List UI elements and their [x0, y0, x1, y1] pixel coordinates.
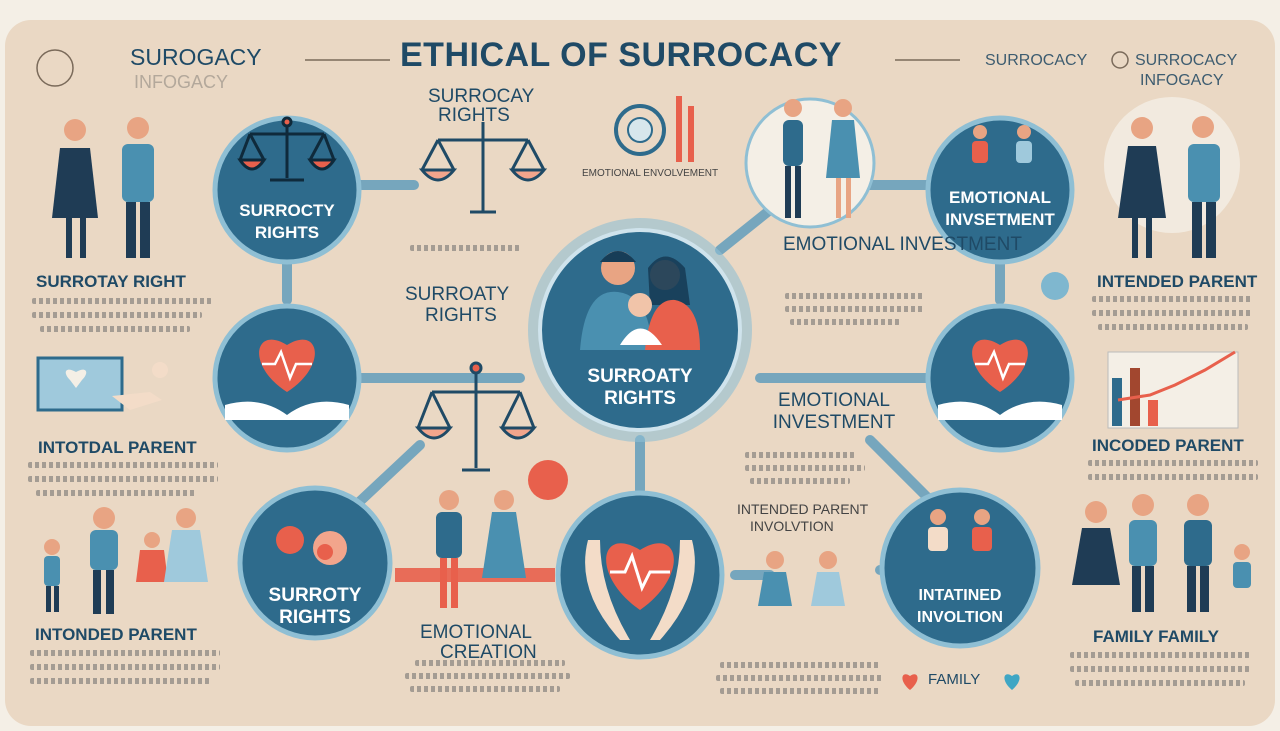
family-icon: [972, 125, 1032, 163]
surroaty-rights-line1: SURROATY: [405, 284, 510, 305]
intotdal-parent-label: INTOTDAL PARENT: [38, 438, 197, 457]
surrocay-label-line2: RIGHTS: [438, 105, 510, 126]
emotional-investment-mid-label: EMOTIONAL INVESTMENT: [772, 390, 896, 433]
filler-text-line: [750, 478, 850, 484]
right-header-line2: INFOGACY: [1140, 72, 1224, 89]
kids-circle-right: [925, 115, 1075, 265]
page-title: ETHICAL OF SURROCACY: [400, 36, 842, 74]
emotional-envolvement-label: EMOTIONAL ENVOLVEMENT: [582, 168, 719, 179]
emotional-invsetment-circle-label: EMOTIONAL INVSETMENT: [945, 188, 1055, 229]
surrocay-label-line1: SURROCAY: [428, 86, 535, 107]
family-icon: [928, 509, 992, 551]
title-ornaments: [36, 49, 1129, 87]
filler-text-line: [28, 476, 218, 482]
filler-text-line: [745, 465, 865, 471]
scale-circle-left: [212, 115, 362, 265]
filler-text-line: [1070, 652, 1250, 658]
surroaty-rights-line2: RIGHTS: [425, 305, 497, 326]
filler-text-line: [415, 660, 565, 666]
surrotay-right-label: SURROTAY RIGHT: [36, 272, 186, 291]
filler-text-line: [1088, 460, 1258, 466]
family-icon: [758, 551, 845, 606]
filler-text-line: [28, 462, 218, 468]
couple-icon: [52, 117, 154, 258]
balance-scale-icon: [418, 122, 548, 214]
parents-with-baby-icon: [580, 251, 700, 350]
heart-in-hands-icon: [225, 339, 349, 420]
filler-text-line: [1092, 296, 1252, 302]
surrocty-rights-label: SURROCTY RIGHTS: [239, 201, 335, 242]
filler-text-line: [32, 298, 212, 304]
filler-text-line: [410, 686, 560, 692]
filler-text-line: [1088, 474, 1258, 480]
emotional-envolvement-icon: [614, 104, 666, 156]
heart-in-hands-circle-left: [212, 303, 362, 453]
family-family-label: FAMILY FAMILY: [1093, 627, 1219, 646]
filler-text-line: [1070, 666, 1250, 672]
intended-parent-involution-line1: INTENDED PARENT: [737, 501, 869, 517]
filler-text-line: [1092, 310, 1252, 316]
intended-parent-right-label: INTENDED PARENT: [1097, 272, 1258, 291]
left-header-line1: SUROGACY: [130, 44, 262, 70]
incoded-parent-label: INCODED PARENT: [1092, 436, 1244, 455]
heart-in-hands-circle-bottom: [555, 490, 725, 660]
heart-in-hands-icon: [938, 339, 1062, 420]
emotional-creation-line2: CREATION: [440, 642, 537, 663]
intended-parent-involution-line2: INVOLVTION: [750, 518, 834, 534]
right-header-label: SURROCACY: [985, 52, 1088, 69]
filler-text-line: [30, 664, 220, 670]
couple-icon: [436, 490, 526, 608]
surroty-rights-circle: [237, 485, 393, 641]
filler-text-line: [785, 293, 925, 299]
handshake-icon: [36, 356, 168, 412]
heart-in-hands-circle-right: [925, 303, 1075, 453]
heart-in-hands-icon: [585, 540, 695, 640]
intonded-parent-label: INTONDED PARENT: [35, 625, 197, 644]
balance-scale-icon: [414, 361, 538, 472]
filler-text-line: [32, 312, 202, 318]
filler-text-line: [410, 245, 520, 251]
family-icon: [1072, 494, 1251, 612]
family-label: FAMILY: [928, 671, 981, 688]
couple-circle-top: [744, 97, 876, 229]
filler-text-line: [405, 673, 570, 679]
emotional-investment-top-label: EMOTIONAL INVESTMENT: [783, 234, 1022, 255]
heart-icon: [528, 272, 1069, 690]
right-header-line1: SURROCACY: [1135, 52, 1238, 69]
balance-scale-icon: [237, 116, 337, 182]
couple-icon: [783, 99, 860, 218]
bar-chart-icon: [1107, 350, 1239, 429]
center-circle-label: SURROATY RIGHTS: [587, 366, 693, 409]
family-icon: [44, 507, 208, 614]
filler-text-line: [36, 490, 196, 496]
emotional-creation-line1: EMOTIONAL: [420, 622, 532, 643]
filler-text-line: [1098, 324, 1248, 330]
filler-text-line: [30, 678, 210, 684]
filler-text-line: [716, 675, 884, 681]
couple-circle-right: [1104, 97, 1240, 258]
filler-text-line: [720, 688, 880, 694]
filler-text-line: [720, 662, 880, 668]
filler-text-line: [40, 326, 190, 332]
filler-text-line: [790, 319, 900, 325]
intatined-involtion-circle: [879, 487, 1041, 649]
surroty-rights-bottom-label: SURROTY RIGHTS: [268, 585, 362, 628]
red-connector: [395, 568, 555, 582]
filler-text-line: [30, 650, 220, 656]
center-circle: [528, 218, 752, 442]
left-header-line2: INFOGACY: [134, 72, 229, 92]
filler-text-line: [1075, 680, 1245, 686]
intatined-involtion-label: INTATINED INVOLTION: [917, 587, 1003, 626]
bar-chart-icon: [676, 96, 694, 162]
baby-icon: [276, 526, 347, 565]
filler-text-line: [745, 452, 855, 458]
filler-text-line: [785, 306, 925, 312]
